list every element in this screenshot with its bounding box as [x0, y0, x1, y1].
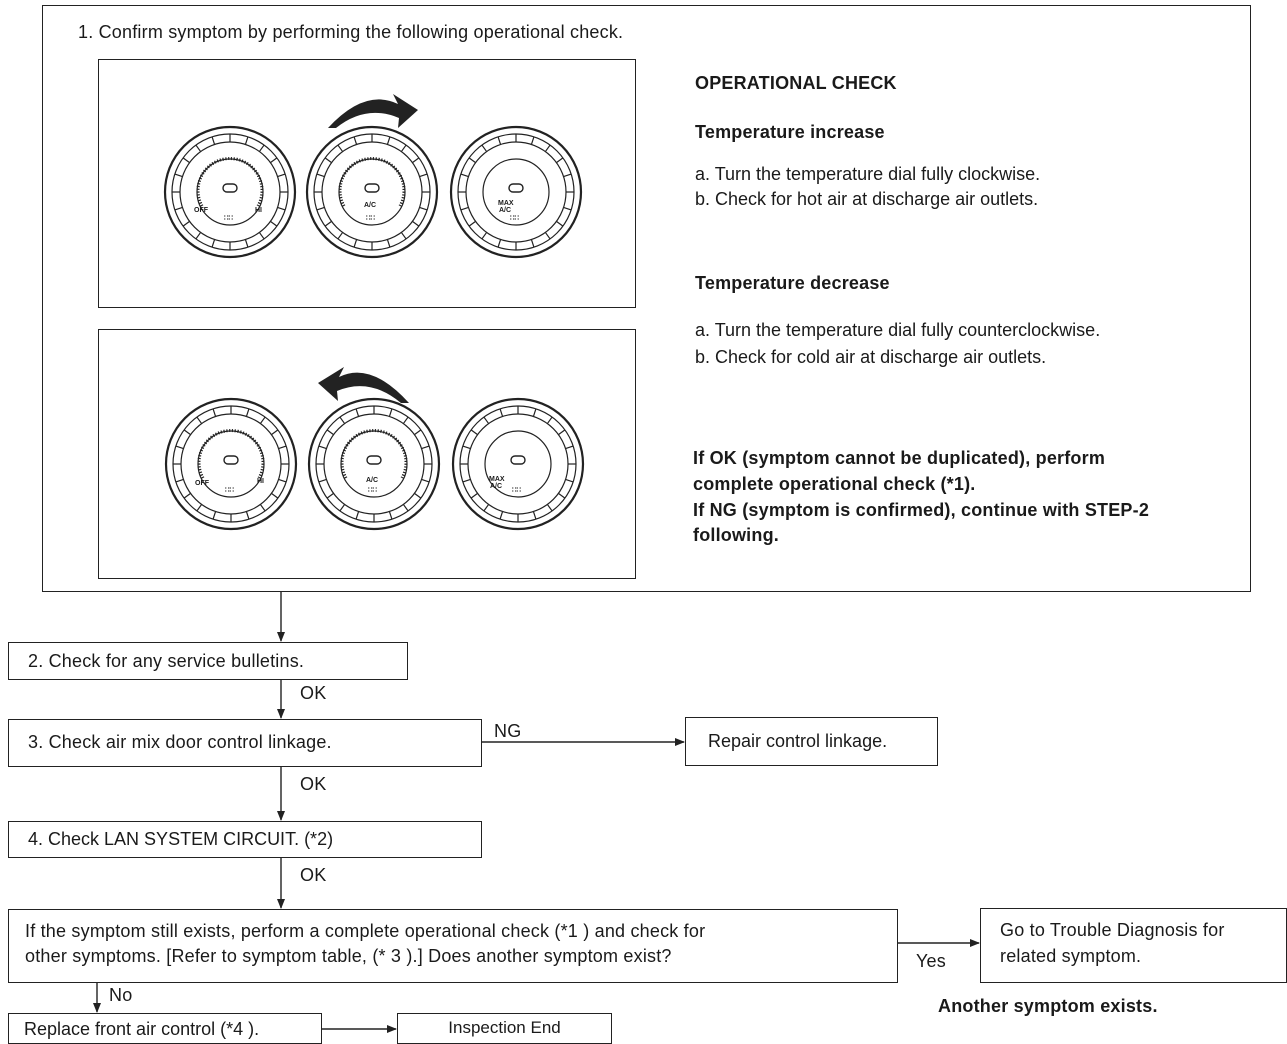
- inspection-end-box: [397, 1013, 612, 1044]
- step2-label: 2. Check for any service bulletins.: [28, 651, 305, 671]
- decrease-heading: Temperature decrease: [695, 273, 890, 293]
- svg-text:∷∷: ∷∷: [224, 215, 233, 222]
- increase-heading: Temperature increase: [695, 122, 885, 142]
- dial-label-max-ac: A/C: [490, 483, 503, 490]
- counterclockwise-arrow-icon: [318, 367, 409, 403]
- dial-label-max-ac: A/C: [499, 207, 512, 214]
- fan-speed-dial-icon: [163, 125, 297, 259]
- svg-text:∷∷: ∷∷: [366, 215, 375, 222]
- edge-label-ng: NG: [494, 721, 522, 741]
- edge-label-yes: Yes: [916, 951, 946, 971]
- result-line-3: If NG (symptom is confirmed), continue w…: [693, 500, 1150, 520]
- edge-label-ok: OK: [300, 865, 327, 885]
- edge-label-no: No: [109, 985, 133, 1005]
- trouble-diagnosis-line-1: Go to Trouble Diagnosis for: [1000, 920, 1225, 940]
- dial-label-ac: A/C: [364, 202, 377, 209]
- inspection-end-label: Inspection End: [448, 1018, 561, 1037]
- edge-label-ok: OK: [300, 683, 327, 703]
- temperature-dial-icon: [305, 125, 439, 259]
- decrease-step-a: a. Turn the temperature dial fully count…: [695, 320, 1101, 340]
- another-symptom-note: Another symptom exists.: [938, 996, 1158, 1016]
- step4-box: [8, 821, 482, 858]
- repair-linkage-label: Repair control linkage.: [708, 731, 888, 751]
- step5-line-1: If the symptom still exists, perform a c…: [25, 921, 706, 941]
- result-line-2: complete operational check (*1).: [693, 474, 976, 494]
- step2-box: [8, 642, 408, 680]
- replace-control-label: Replace front air control (*4 ).: [24, 1019, 260, 1039]
- dial-label-off: OFF: [195, 480, 209, 487]
- svg-text:∷∷: ∷∷: [510, 215, 519, 222]
- svg-text:∷∷: ∷∷: [225, 487, 234, 494]
- result-line-4: following.: [693, 525, 779, 545]
- svg-text:∷∷: ∷∷: [368, 487, 377, 494]
- step3-box: [8, 719, 482, 767]
- svg-text:∷∷: ∷∷: [512, 487, 521, 494]
- result-line-1: If OK (symptom cannot be duplicated), pe…: [693, 448, 1106, 468]
- step1-title: 1. Confirm symptom by performing the fol…: [78, 22, 624, 42]
- decrease-step-b: b. Check for cold air at discharge air o…: [695, 347, 1047, 367]
- dial-label-off: OFF: [194, 207, 208, 214]
- dial-label-hi: HI: [255, 207, 262, 214]
- dial-label-max: MAX: [498, 200, 514, 207]
- dial-label-ac: A/C: [366, 477, 379, 484]
- dial-label-hi: HI: [257, 478, 264, 485]
- mode-dial-icon: [449, 125, 583, 259]
- increase-illustration-panel: [98, 59, 636, 308]
- step3-label: 3. Check air mix door control linkage.: [28, 732, 332, 752]
- operational-check-heading: OPERATIONAL CHECK: [695, 73, 897, 93]
- edge-label-ok: OK: [300, 774, 327, 794]
- clockwise-arrow-icon: [328, 94, 418, 128]
- step5-line-2: other symptoms. [Refer to symptom table,…: [25, 946, 672, 966]
- increase-step-b: b. Check for hot air at discharge air ou…: [695, 189, 1039, 209]
- trouble-diagnosis-box: [980, 908, 1287, 983]
- step5-box: [8, 909, 898, 983]
- trouble-diagnosis-line-2: related symptom.: [1000, 946, 1142, 966]
- dial-label-max: MAX: [489, 476, 505, 483]
- step4-label: 4. Check LAN SYSTEM CIRCUIT. (*2): [28, 829, 334, 849]
- decrease-illustration-panel: [98, 329, 636, 579]
- increase-step-a: a. Turn the temperature dial fully clock…: [695, 164, 1041, 184]
- mode-dial-icon: [451, 397, 585, 531]
- temperature-dial-icon: [307, 397, 441, 531]
- repair-linkage-box: [685, 717, 938, 766]
- fan-speed-dial-icon: [164, 397, 298, 531]
